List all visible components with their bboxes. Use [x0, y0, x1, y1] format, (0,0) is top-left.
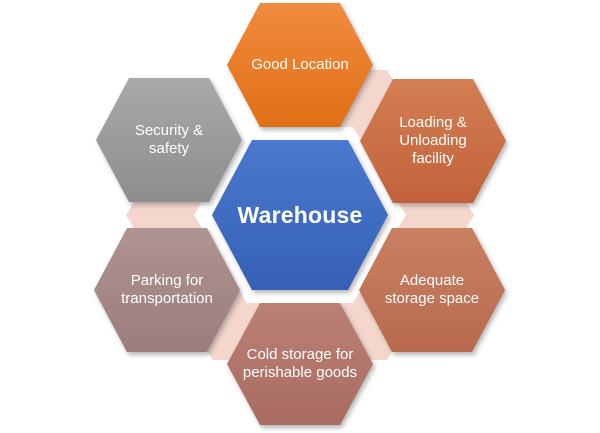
- hex-security-safety: [96, 78, 242, 202]
- hex-cold-storage: [227, 303, 373, 425]
- hex-parking: [94, 228, 240, 352]
- hex-adequate-storage: [359, 228, 505, 352]
- hex-good-location: [227, 3, 373, 127]
- hex-warehouse-center: [212, 140, 388, 290]
- hex-loading-unloading: [360, 79, 506, 203]
